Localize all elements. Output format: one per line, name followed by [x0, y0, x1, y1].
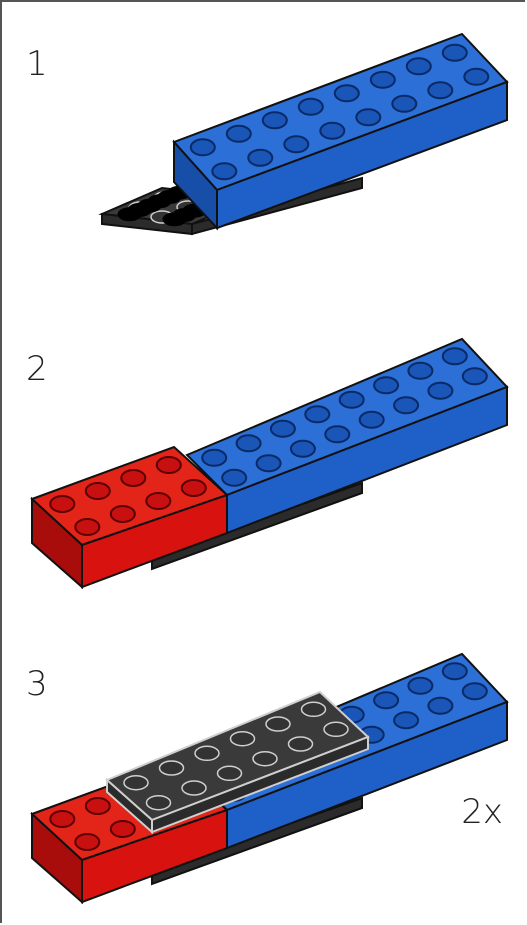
stud	[111, 821, 135, 837]
stud	[340, 392, 364, 408]
stud	[335, 85, 359, 101]
stud	[248, 150, 272, 166]
stud	[320, 123, 344, 139]
stud	[253, 752, 277, 766]
stud	[284, 136, 308, 152]
stud	[182, 781, 206, 795]
stud	[428, 82, 452, 98]
stud	[291, 441, 315, 457]
stud	[157, 457, 181, 473]
stud	[356, 109, 380, 125]
stud	[324, 722, 348, 736]
stud	[394, 397, 418, 413]
stud	[443, 348, 467, 364]
stud	[266, 717, 290, 731]
stud	[146, 493, 170, 509]
stud	[305, 406, 329, 422]
stud	[191, 139, 215, 155]
stud	[271, 421, 295, 437]
stud	[428, 698, 452, 714]
stud	[374, 692, 398, 708]
step-1-illustration	[2, 2, 525, 302]
stud	[371, 72, 395, 88]
stud	[360, 412, 384, 428]
step-2: 2	[2, 307, 525, 607]
stud	[302, 702, 326, 716]
stud	[263, 112, 287, 128]
stud	[75, 519, 99, 535]
step-2-illustration	[2, 307, 525, 607]
stud	[222, 470, 246, 486]
stud	[121, 470, 145, 486]
stud	[289, 737, 313, 751]
stud	[182, 480, 206, 496]
stud	[325, 426, 349, 442]
stud	[202, 450, 226, 466]
stud	[124, 776, 148, 790]
stud	[160, 761, 184, 775]
stud	[212, 163, 236, 179]
stud	[464, 69, 488, 85]
stud	[75, 834, 99, 850]
stud	[394, 712, 418, 728]
stud	[392, 96, 416, 112]
stud	[147, 796, 171, 810]
stud	[86, 483, 110, 499]
stud	[408, 363, 432, 379]
stud	[111, 506, 135, 522]
stud	[299, 99, 323, 115]
step-1: 1	[2, 2, 525, 302]
stud	[231, 732, 255, 746]
stud	[408, 678, 432, 694]
stud	[237, 435, 261, 451]
stud	[195, 746, 219, 760]
stud	[374, 377, 398, 393]
stud	[218, 766, 242, 780]
stud	[428, 383, 452, 399]
stud	[463, 368, 487, 384]
step-3-illustration	[2, 622, 525, 922]
stud	[443, 45, 467, 61]
stud	[463, 683, 487, 699]
stud	[257, 455, 281, 471]
stud	[443, 663, 467, 679]
step-3: 3 2x	[2, 622, 525, 922]
stud	[50, 811, 74, 827]
stud	[86, 798, 110, 814]
stud	[50, 496, 74, 512]
stud	[407, 58, 431, 74]
stud	[227, 126, 251, 142]
